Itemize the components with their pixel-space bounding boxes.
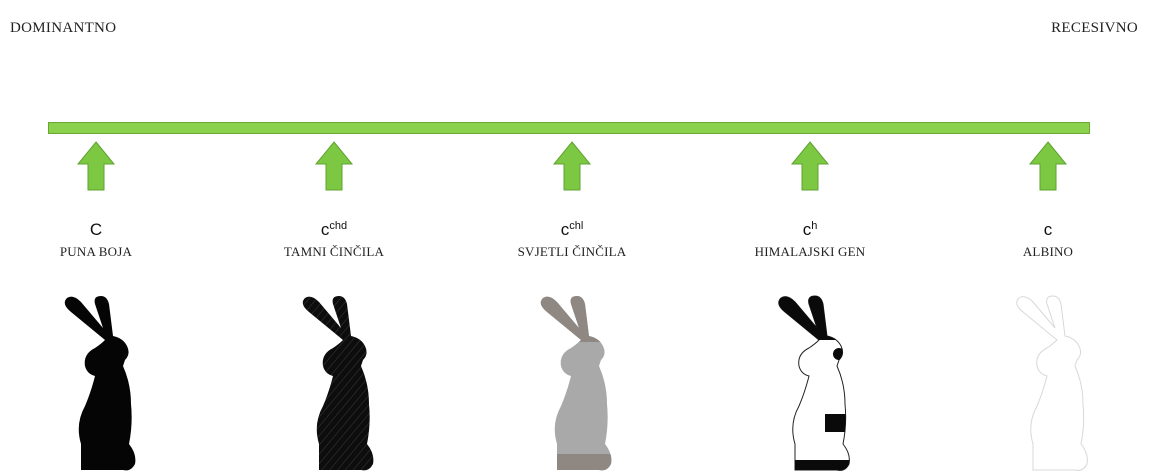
allele-name: HIMALAJSKI GEN (754, 244, 866, 259)
solid-black-rabbit-icon (64, 296, 136, 471)
allele-full-color: C PUNA BOJA (6, 140, 186, 474)
arrow-up-icon (76, 141, 116, 191)
allele-symbol: ch (802, 220, 818, 239)
allele-symbol: cchd (320, 220, 348, 239)
allele-symbol: cchl (560, 220, 584, 239)
recessive-label: RECESIVNO (1051, 20, 1138, 36)
albino-rabbit-icon (1016, 295, 1088, 471)
allele-name: SVJETLI ČINČILA (517, 244, 627, 259)
allele-dark-chinchilla: cchd TAMNI ČINČILA (244, 140, 424, 474)
dominance-scale-bar (48, 122, 1090, 134)
allele-name: PUNA BOJA (59, 244, 133, 259)
dark-chinchilla-rabbit-icon (302, 296, 374, 471)
dominant-label: DOMINANTNO (10, 20, 117, 36)
allele-albino: c ALBINO (958, 140, 1138, 474)
light-chinchilla-rabbit-icon (540, 296, 612, 471)
allele-light-chinchilla: cchl SVJETLI ČINČILA (482, 140, 662, 474)
allele-symbol: c (1043, 220, 1053, 239)
arrow-up-icon (790, 141, 830, 191)
allele-name: TAMNI ČINČILA (283, 244, 385, 259)
arrow-up-icon (552, 141, 592, 191)
allele-name: ALBINO (1022, 244, 1074, 259)
arrow-up-icon (1028, 141, 1068, 191)
allele-himalayan: ch HIMALAJSKI GEN (720, 140, 900, 474)
arrow-up-icon (314, 141, 354, 191)
allele-symbol: C (89, 220, 103, 239)
himalayan-rabbit-icon (778, 295, 850, 471)
